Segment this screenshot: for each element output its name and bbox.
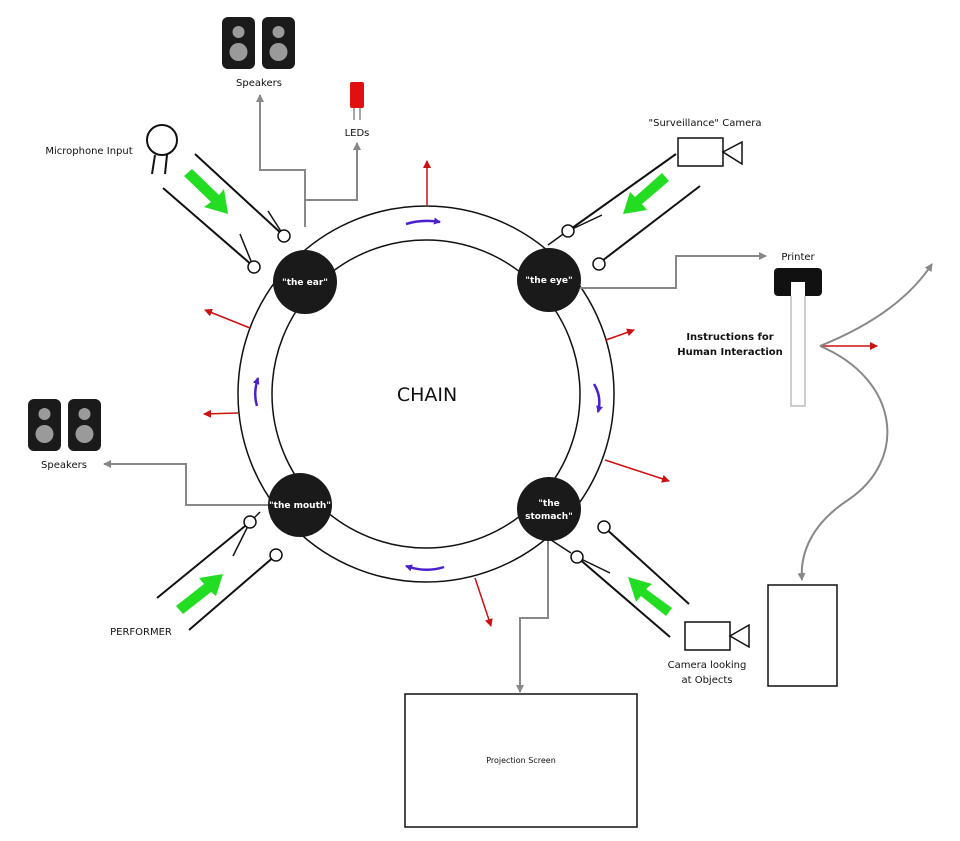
flow-arrows: [252, 217, 603, 572]
mic-input-channel: [162, 153, 291, 274]
performer-input-channel: [156, 511, 283, 631]
connector-ear-leds: [305, 142, 361, 201]
instructions-label-1: Instructions for: [686, 332, 773, 343]
flow-arrow-bottom: [405, 564, 445, 572]
node-stomach[interactable]: "the stomach": [517, 477, 581, 541]
surveillance-camera-label: "Surveillance" Camera: [649, 118, 762, 129]
node-eye-label: "the eye": [525, 276, 572, 286]
connector-ear-speakers: [256, 94, 306, 227]
flow-arrow-left: [252, 377, 260, 407]
microphone-icon: [146, 124, 178, 175]
input-arrow-surveillance: [623, 173, 669, 214]
printer-icon: [774, 268, 822, 407]
connector-mouth-speakers: [103, 460, 275, 506]
output-arrow: [605, 328, 635, 341]
node-stomach-label-2: stomach": [525, 512, 573, 522]
output-arrow: [604, 459, 670, 483]
speakers-top-label: Speakers: [236, 78, 282, 89]
input-arrow-objects: [628, 577, 672, 616]
node-ear[interactable]: "the ear": [273, 250, 337, 314]
projection-screen-label: Projection Screen: [486, 756, 556, 765]
objects-camera-icon: [684, 621, 750, 651]
connector-instructions-out: [819, 263, 933, 347]
speakers-left-icon: [28, 399, 101, 451]
node-mouth-label: "the mouth": [269, 501, 331, 511]
node-mouth[interactable]: "the mouth": [268, 473, 332, 537]
output-arrow: [474, 577, 493, 627]
connector-stomach-screen: [516, 538, 549, 693]
performer-label: PERFORMER: [110, 627, 172, 638]
speakers-top-icon: [222, 17, 295, 69]
node-ear-label: "the ear": [282, 278, 328, 288]
input-arrows: [176, 169, 672, 616]
projection-screen-box: [404, 693, 638, 828]
microphone-label: Microphone Input: [45, 146, 132, 157]
paper-box: [767, 584, 838, 687]
speakers-left-label: Speakers: [41, 460, 87, 471]
connectors: [103, 94, 933, 693]
objects-camera-input-channel: [547, 520, 690, 638]
node-eye[interactable]: "the eye": [517, 248, 581, 312]
flow-arrow-right: [592, 383, 603, 413]
flow-arrow-top: [405, 217, 441, 226]
surveillance-input-channel: [547, 153, 701, 271]
surveillance-camera-icon: [677, 137, 743, 167]
camera-objects-label-1: Camera looking: [668, 660, 747, 671]
chain-title: CHAIN: [397, 384, 457, 406]
connector-instructions-in: [797, 345, 889, 581]
instructions-label-2: Human Interaction: [677, 347, 782, 358]
chain-ring: [237, 205, 615, 583]
output-arrows: [203, 160, 878, 627]
node-stomach-label-1: "the: [538, 499, 560, 509]
output-arrow: [203, 409, 239, 418]
led-icon: [350, 82, 364, 120]
leds-label: LEDs: [345, 128, 370, 139]
printer-label: Printer: [781, 252, 815, 263]
connector-eye-printer: [580, 252, 767, 289]
input-arrow-performer: [176, 574, 223, 614]
output-arrow: [204, 308, 251, 329]
input-arrow-mic: [184, 169, 228, 214]
camera-objects-label-2: at Objects: [681, 675, 732, 686]
